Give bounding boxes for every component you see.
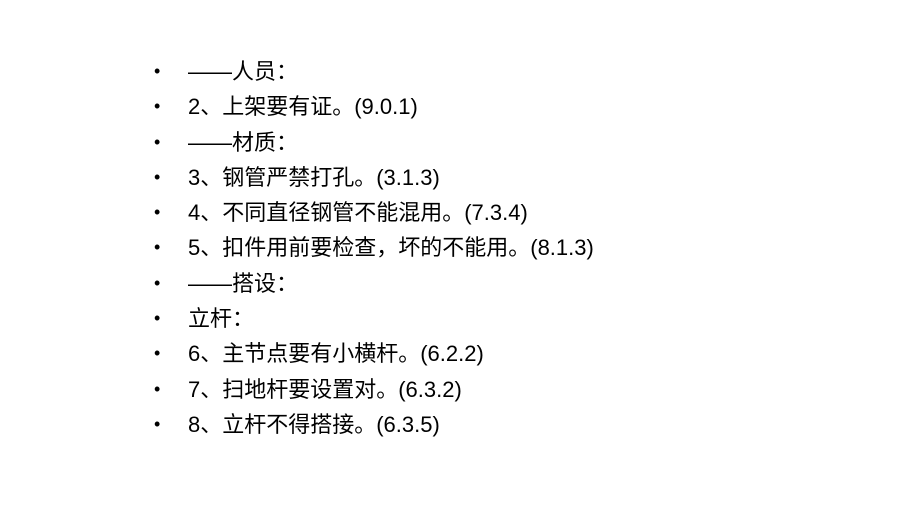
bullet-icon: • [154,202,161,223]
list-item-text: 8、立杆不得搭接。(6.3.5) [188,411,440,437]
bullet-icon: • [154,96,161,117]
bullet-icon: • [154,166,161,187]
bullet-icon: • [154,272,161,293]
list-item: • ——材质： [150,125,594,160]
bullet-icon: • [154,413,161,434]
list-item: • 8、立杆不得搭接。(6.3.5) [150,407,594,442]
list-item: • 5、扣件用前要检查，坏的不能用。(8.1.3) [150,230,594,265]
bullet-icon: • [154,308,161,329]
list-item: • 6、主节点要有小横杆。(6.2.2) [150,336,594,371]
list-item-text: 7、扫地杆要设置对。(6.3.2) [188,376,462,402]
list-item: • 7、扫地杆要设置对。(6.3.2) [150,372,594,407]
bullet-icon: • [154,131,161,152]
list-item-text: ——材质： [188,129,299,155]
list-item: • 立杆： [150,301,594,336]
list-item-text: ——人员： [188,59,299,84]
list-item: • ——人员： [150,54,594,89]
list-item: • 2、上架要有证。(9.0.1) [150,89,594,124]
list-item-text: 5、扣件用前要检查，坏的不能用。(8.1.3) [188,235,594,261]
list-item: • 3、钢管严禁打孔。(3.1.3) [150,160,594,195]
list-item-text: ——搭设： [188,270,299,296]
bullet-list: • ——人员： • 2、上架要有证。(9.0.1) • ——材质： • 3、钢管严禁打孔。(3… [150,54,594,442]
list-item-text: 立杆： [188,306,255,332]
bullet-icon: • [154,237,161,258]
list-item: • 4、不同直径钢管不能混用。(7.3.4) [150,195,594,230]
bullet-icon: • [154,343,161,364]
list-item-text: 4、不同直径钢管不能混用。(7.3.4) [188,200,528,226]
list-item-text: 3、钢管严禁打孔。(3.1.3) [188,164,440,190]
bullet-icon: • [154,378,161,399]
list-item-text: 6、主节点要有小横杆。(6.2.2) [188,341,484,367]
list-item: • ——搭设： [150,266,594,301]
bullet-icon: • [154,61,161,81]
list-item-text: 2、上架要有证。(9.0.1) [188,94,418,120]
